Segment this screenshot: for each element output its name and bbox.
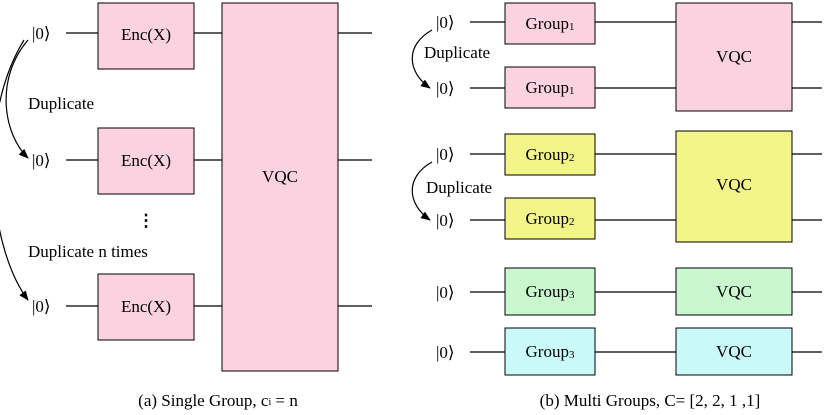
vqc-label-large: VQC	[262, 167, 298, 186]
enc-box-2	[97, 127, 195, 195]
enc-box-3	[97, 273, 195, 341]
enc-label-2: Enc(X)	[121, 151, 171, 170]
ket-zero-1: |0⟩	[32, 24, 51, 43]
duplicate-arrow-n	[0, 39, 29, 301]
group3-box-green	[504, 267, 596, 316]
panel-single-group: |0⟩ |0⟩ |0⟩ Enc(X) Enc(X) Enc(X) VQC Dup…	[0, 2, 372, 410]
vqc-box-group3-cyan	[675, 327, 793, 376]
group1-label-2: Group1	[526, 78, 575, 97]
group1-box-1	[504, 2, 596, 45]
caption-multi-groups: (b) Multi Groups, C= [2, 2, 1 ,1]	[540, 391, 761, 410]
group3-box-cyan	[504, 327, 596, 376]
group2-duplicate-label: Duplicate	[426, 178, 492, 197]
vqc-box-large	[221, 2, 339, 372]
group1-duplicate-arrow	[411, 29, 433, 89]
g1-ket-2: |0⟩	[436, 79, 455, 98]
group2-label-2: Group2	[526, 209, 575, 228]
vqc-label-group2: VQC	[716, 175, 752, 194]
duplicate-label: Duplicate	[28, 94, 94, 113]
vqc-box-group1	[675, 2, 793, 112]
vqc-box-group3-green	[675, 267, 793, 316]
vqc-label-group3-cyan: VQC	[716, 342, 752, 361]
g2-ket-1: |0⟩	[436, 145, 455, 164]
vqc-label-group1: VQC	[716, 47, 752, 66]
group3-label-green: Group3	[526, 282, 575, 301]
group2-box-2	[504, 197, 596, 240]
ket-zero-2: |0⟩	[32, 151, 51, 170]
vertical-ellipsis: ⋮	[138, 211, 155, 230]
group1-box-2	[504, 66, 596, 109]
ket-zero-3: |0⟩	[32, 297, 51, 316]
enc-box-1	[97, 2, 195, 70]
group1-label-1: Group1	[526, 14, 575, 33]
g1-ket-1: |0⟩	[436, 13, 455, 32]
vqc-box-group2	[675, 130, 793, 243]
vqc-label-group3-green: VQC	[716, 282, 752, 301]
duplicate-n-times-label: Duplicate n times	[28, 242, 148, 261]
group3-label-cyan: Group3	[526, 342, 575, 361]
g2-ket-2: |0⟩	[436, 211, 455, 230]
group2-duplicate-arrow	[411, 161, 433, 221]
group2-box-1	[504, 133, 596, 176]
enc-label-1: Enc(X)	[121, 25, 171, 44]
enc-label-3: Enc(X)	[121, 297, 171, 316]
duplicate-arrow-1	[5, 39, 29, 159]
g3b-ket: |0⟩	[436, 343, 455, 362]
g3a-ket: |0⟩	[436, 283, 455, 302]
group2-label-1: Group2	[526, 145, 575, 164]
caption-single-group: (a) Single Group, ci = n	[138, 391, 298, 410]
panel-multi-groups: |0⟩ |0⟩ Group1 Group1 VQC Duplicate |0⟩ …	[411, 2, 822, 410]
group1-duplicate-label: Duplicate	[424, 43, 490, 62]
